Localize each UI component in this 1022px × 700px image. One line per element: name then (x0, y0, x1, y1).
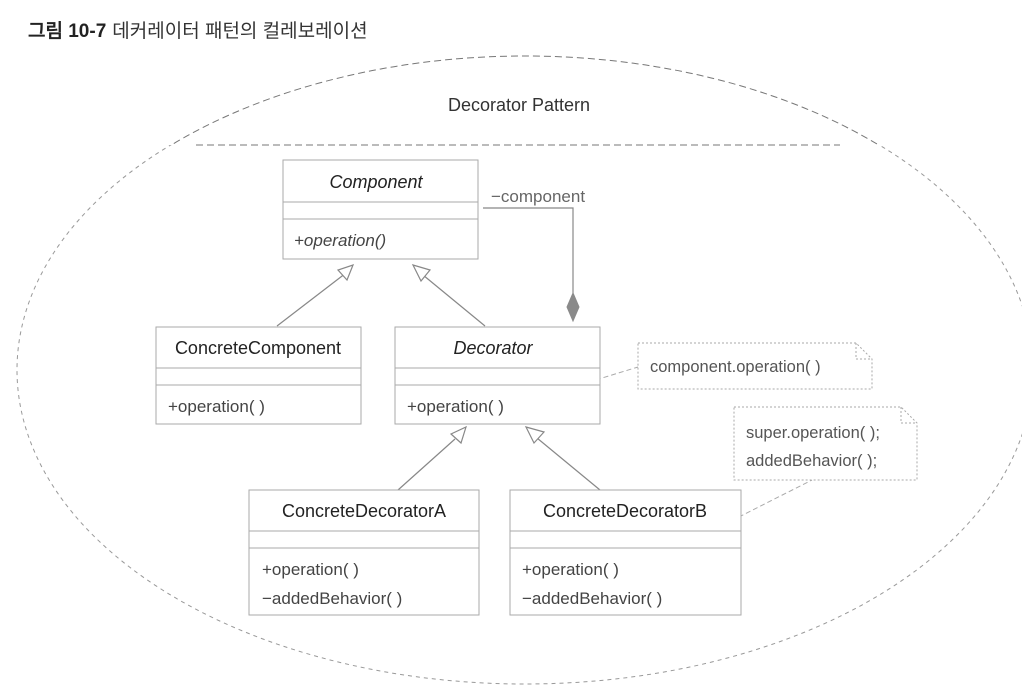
note-shape (733, 406, 918, 481)
class-operation: +operation( ) (262, 560, 359, 579)
note-decorator: component.operation( ) (637, 342, 873, 390)
note-text: component.operation( ) (650, 358, 821, 376)
note-text: super.operation( ); (746, 424, 880, 442)
class-decorator[interactable]: Decorator +operation( ) (394, 326, 601, 425)
note-text: addedBehavior( ); (746, 452, 877, 470)
edge-decoratora-to-decorator (397, 438, 456, 491)
class-operation: +operation( ) (407, 397, 504, 416)
class-operation: −addedBehavior( ) (262, 589, 402, 608)
class-operation: +operation( ) (522, 560, 619, 579)
inheritance-arrowhead (336, 264, 355, 282)
collaboration-title: Decorator Pattern (448, 95, 590, 115)
class-operation: −addedBehavior( ) (522, 589, 662, 608)
class-concrete-decorator-a[interactable]: ConcreteDecoratorA +operation( ) −addedB… (248, 489, 480, 616)
inheritance-arrowhead (411, 264, 432, 283)
class-name: Decorator (453, 338, 533, 358)
association-component: −component (483, 187, 585, 323)
edge-decorator-to-component (422, 274, 486, 327)
figure-number: 그림 10-7 (28, 21, 107, 42)
class-operation: +operation() (294, 231, 386, 250)
class-name: ConcreteComponent (175, 338, 341, 358)
class-name: ConcreteDecoratorA (282, 501, 446, 521)
edge-concretecomponent-to-component (276, 272, 347, 327)
class-box (155, 326, 362, 425)
inheritance-arrowhead (449, 425, 467, 445)
class-operation: +operation( ) (168, 397, 265, 416)
generalization-edges (276, 264, 601, 491)
figure-title: 데커레이터 패턴의 컬레보레이션 (112, 21, 368, 42)
association-role-label: −component (491, 187, 585, 206)
aggregation-diamond (566, 291, 580, 323)
association-line (483, 207, 574, 293)
class-name: Component (329, 172, 423, 192)
note-decorator-b: super.operation( ); addedBehavior( ); (733, 406, 918, 481)
class-name: ConcreteDecoratorB (543, 501, 707, 521)
collaboration-ellipse (16, 55, 1022, 685)
class-box (282, 159, 479, 260)
class-component[interactable]: Component +operation() (282, 159, 479, 260)
class-box (248, 489, 480, 616)
class-box (509, 489, 742, 616)
class-box (394, 326, 601, 425)
class-concrete-component[interactable]: ConcreteComponent +operation( ) (155, 326, 362, 425)
class-concrete-decorator-b[interactable]: ConcreteDecoratorB +operation( ) −addedB… (509, 489, 742, 616)
note-shape (637, 342, 873, 390)
note-link-decorator-b (645, 479, 813, 565)
inheritance-arrowhead (524, 426, 546, 445)
edge-decoratorb-to-decorator (536, 437, 601, 491)
